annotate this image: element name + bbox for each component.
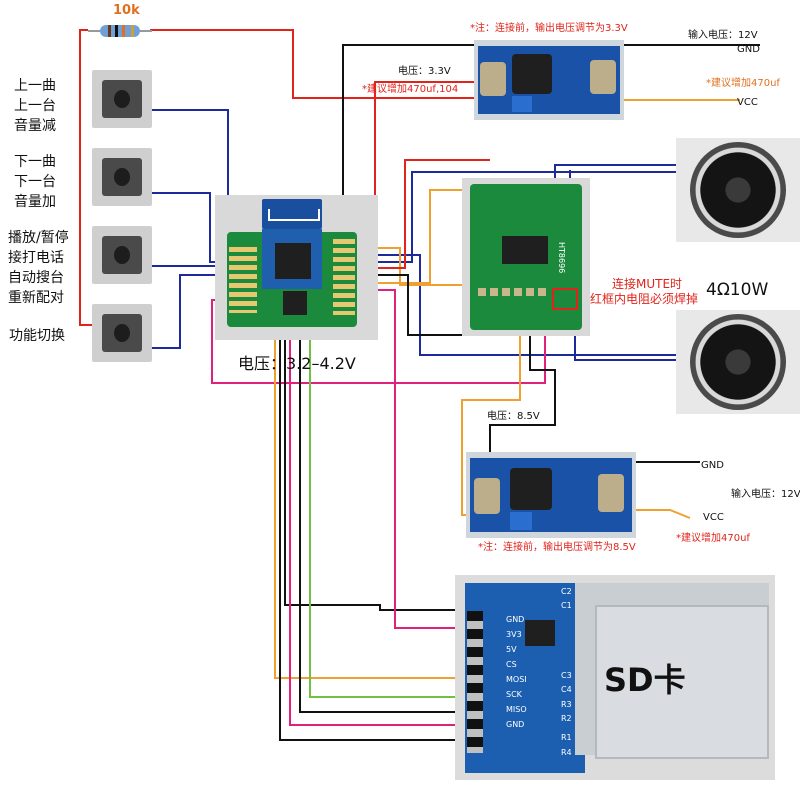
button-next-label: 下一曲下一台音量加 — [14, 154, 56, 210]
wire-black-8v5 — [489, 320, 556, 462]
sd-pin-gnd: GND — [506, 615, 525, 624]
button-play-label: 播放/暂停接打电话自动搜台重新配对 — [8, 230, 69, 306]
mute-resistor-box — [552, 288, 578, 310]
bt-module-photo — [215, 195, 378, 340]
sd-pin-miso: MISO — [506, 705, 527, 714]
button-prev[interactable] — [92, 70, 152, 128]
sd-part-c1: C1 — [561, 601, 572, 610]
wire-red-resistor — [150, 29, 521, 99]
wire-black-sd-sck — [299, 325, 478, 713]
wire-black-sd-gnd2 — [279, 325, 478, 741]
amp-chip — [502, 236, 548, 264]
top-buck-converter — [474, 40, 624, 120]
sd-pin-cs: CS — [506, 660, 517, 669]
wire-orange-sd-cs — [274, 325, 478, 679]
bottom-input-label: 输入电压：12V — [731, 489, 800, 500]
sd-pin-mosi: MOSI — [506, 675, 527, 684]
bottom-vcc-label: VCC — [703, 512, 724, 523]
sd-title: SD卡 — [604, 661, 686, 699]
button-mode-label: 功能切换 — [9, 328, 65, 344]
sd-part-c3: C3 — [561, 671, 572, 680]
sd-pin-3v3: 3V3 — [506, 630, 522, 639]
speaker-top — [676, 138, 800, 242]
button-play[interactable] — [92, 226, 152, 284]
top-gnd-label: GND — [737, 44, 760, 55]
mute-note: 连接MUTE时 红框内电阻必须焊掉 — [590, 277, 699, 306]
top-out-cap-note: *建议增加470uf,104 — [362, 84, 459, 95]
top-cap-note: *建议增加470uf — [706, 78, 780, 89]
bottom-converter-note: *注：连接前，输出电压调节为8.5V — [478, 542, 636, 553]
sd-module-photo — [455, 575, 775, 780]
wire-magenta-sd-miso — [289, 325, 478, 726]
sd-pin-5v: 5V — [506, 645, 517, 654]
button-next[interactable] — [92, 148, 152, 206]
wire-green-sd-mosi — [309, 325, 478, 698]
button-prev-label: 上一曲上一台音量减 — [14, 78, 56, 134]
wire-black-sd-gnd — [284, 325, 478, 611]
wire-blue-audio-l — [343, 254, 680, 356]
resistor-10k — [88, 24, 152, 38]
sd-part-c2: C2 — [561, 587, 572, 596]
wire-blue-btn4 — [150, 274, 245, 349]
sd-pin-sck: SCK — [506, 690, 522, 699]
sd-pin-labels: GND 3V3 5V CS MOSI SCK MISO GND — [506, 612, 527, 732]
top-converter-note: *注：连接前，输出电压调节为3.3V — [470, 23, 628, 34]
bottom-out-voltage: 电压：8.5V — [487, 411, 540, 422]
wire-black-top-gnd — [342, 44, 480, 240]
wire-red-resistor-left — [79, 29, 95, 326]
amp-board-photo — [462, 178, 590, 336]
wire-orange-vcc-bottom — [620, 509, 691, 519]
sd-part-c4: C4 — [561, 685, 572, 694]
sd-part-r3: R3 — [561, 700, 572, 709]
amp-chip-label: HT8696 — [557, 242, 566, 274]
sd-pin-gnd2: GND — [506, 720, 525, 729]
sd-part-r4: R4 — [561, 748, 572, 757]
top-input-label: 输入电压：12V — [688, 30, 758, 41]
top-out-voltage: 电压：3.3V — [398, 66, 451, 77]
bottom-gnd-label: GND — [701, 460, 724, 471]
bottom-cap-note: *建议增加470uf — [676, 533, 750, 544]
top-vcc-label: VCC — [737, 97, 758, 108]
resistor-label: 10k — [113, 3, 140, 18]
bottom-buck-converter — [466, 452, 636, 538]
sd-part-r2: R2 — [561, 714, 572, 723]
button-mode[interactable] — [92, 304, 152, 362]
sd-part-r1: R1 — [561, 733, 572, 742]
speaker-bottom — [676, 310, 800, 414]
bt-voltage-label: 电压：3.2–4.2V — [238, 354, 356, 373]
speaker-spec-label: 4Ω10W — [706, 280, 769, 300]
